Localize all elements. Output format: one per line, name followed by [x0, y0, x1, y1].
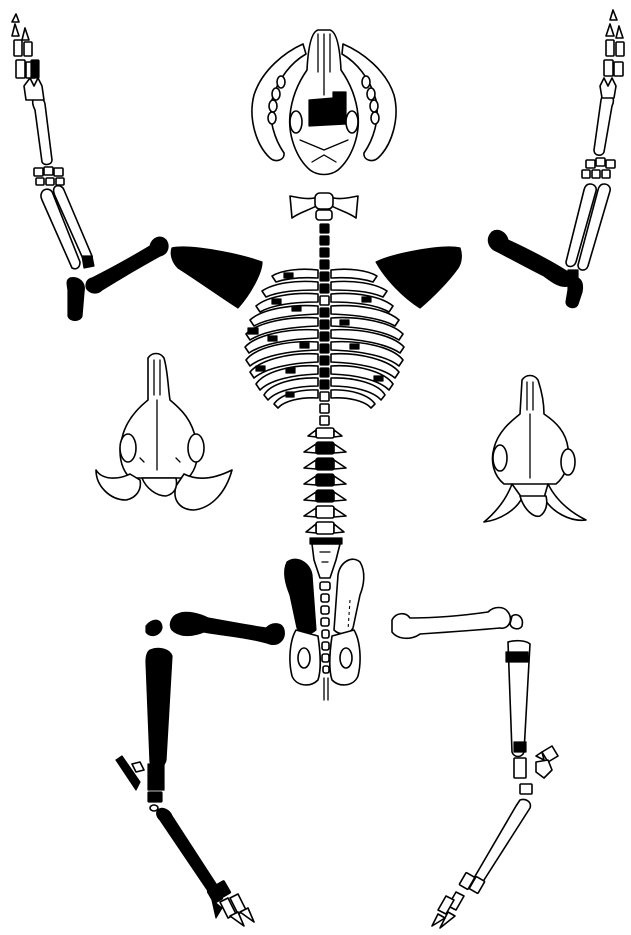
right-tibia [506, 641, 532, 794]
caudal-vertebrae [320, 582, 330, 700]
right-ribs [331, 269, 404, 408]
right-ventral-skull [484, 376, 586, 523]
left-manus [12, 14, 52, 164]
left-radius-ulna [41, 186, 94, 321]
left-innominate [285, 559, 321, 685]
cervical-thoracic-vertebrae [320, 224, 329, 425]
left-pes [157, 808, 254, 926]
right-fibula-fragment [536, 746, 558, 778]
left-femur [146, 612, 284, 644]
right-manus [594, 10, 624, 155]
left-fibula-fragment [116, 756, 144, 790]
left-tibia [146, 648, 172, 811]
left-ventral-skull [96, 354, 232, 511]
lumbar-vertebrae [304, 428, 346, 534]
right-femur [392, 608, 522, 639]
right-scapula [376, 247, 461, 308]
right-carpals [582, 158, 615, 178]
atlas-vertebra [290, 193, 358, 220]
sacrum [310, 538, 342, 578]
right-radius-ulna [566, 184, 610, 308]
left-ribs [245, 269, 318, 408]
right-pes [432, 799, 530, 928]
left-carpals [34, 167, 64, 185]
left-humerus [86, 237, 168, 293]
top-skull [252, 30, 396, 175]
right-innominate [330, 559, 364, 685]
right-humerus [488, 230, 572, 286]
left-scapula [171, 247, 262, 308]
